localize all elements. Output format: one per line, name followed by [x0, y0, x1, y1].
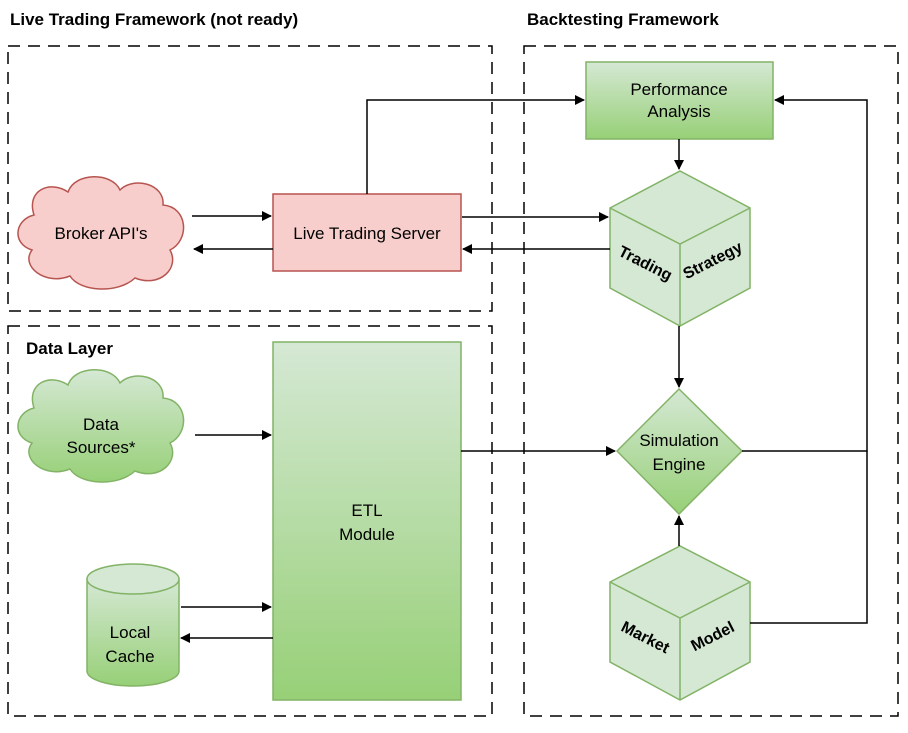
frame-live-trading: Live Trading Framework (not ready): [7, 10, 493, 312]
etl-module-label-1: ETL: [351, 501, 382, 520]
simulation-engine-node[interactable]: Simulation Engine: [615, 387, 744, 516]
broker-apis-label: Broker API's: [54, 224, 147, 243]
local-cache-label-1: Local: [110, 623, 151, 642]
data-sources-label-2: Sources*: [67, 438, 136, 457]
simulation-engine-label-2: Engine: [653, 455, 706, 474]
data-sources-label-1: Data: [83, 415, 119, 434]
frame-data-layer: Data Layer: [7, 325, 493, 717]
data-sources-node[interactable]: Data Sources*: [17, 369, 185, 483]
trading-strategy-node[interactable]: Trading Strategy: [609, 170, 751, 327]
edge-simulation-to-performance: [742, 95, 868, 452]
frame-title-live-trading: Live Trading Framework (not ready): [10, 10, 298, 29]
frame-backtesting: Backtesting Framework: [523, 10, 899, 717]
etl-module-node[interactable]: ETL Module: [272, 341, 462, 701]
live-trading-server-node[interactable]: Live Trading Server: [272, 193, 462, 272]
edge-market-to-loop: [750, 451, 868, 624]
performance-analysis-label-1: Performance: [630, 80, 727, 99]
broker-apis-node[interactable]: Broker API's: [17, 176, 185, 290]
market-model-node[interactable]: Market Model: [609, 545, 751, 701]
connectors: [180, 95, 868, 643]
frame-title-data-layer: Data Layer: [26, 339, 113, 358]
edge-server-to-performance: [366, 95, 585, 194]
local-cache-node[interactable]: Local Cache: [86, 563, 180, 687]
simulation-engine-label-1: Simulation: [639, 431, 718, 450]
etl-module-label-2: Module: [339, 525, 395, 544]
performance-analysis-node[interactable]: Performance Analysis: [585, 61, 774, 140]
frame-title-backtesting: Backtesting Framework: [527, 10, 719, 29]
performance-analysis-label-2: Analysis: [647, 102, 710, 121]
local-cache-label-2: Cache: [105, 647, 154, 666]
live-trading-server-label: Live Trading Server: [293, 224, 441, 243]
